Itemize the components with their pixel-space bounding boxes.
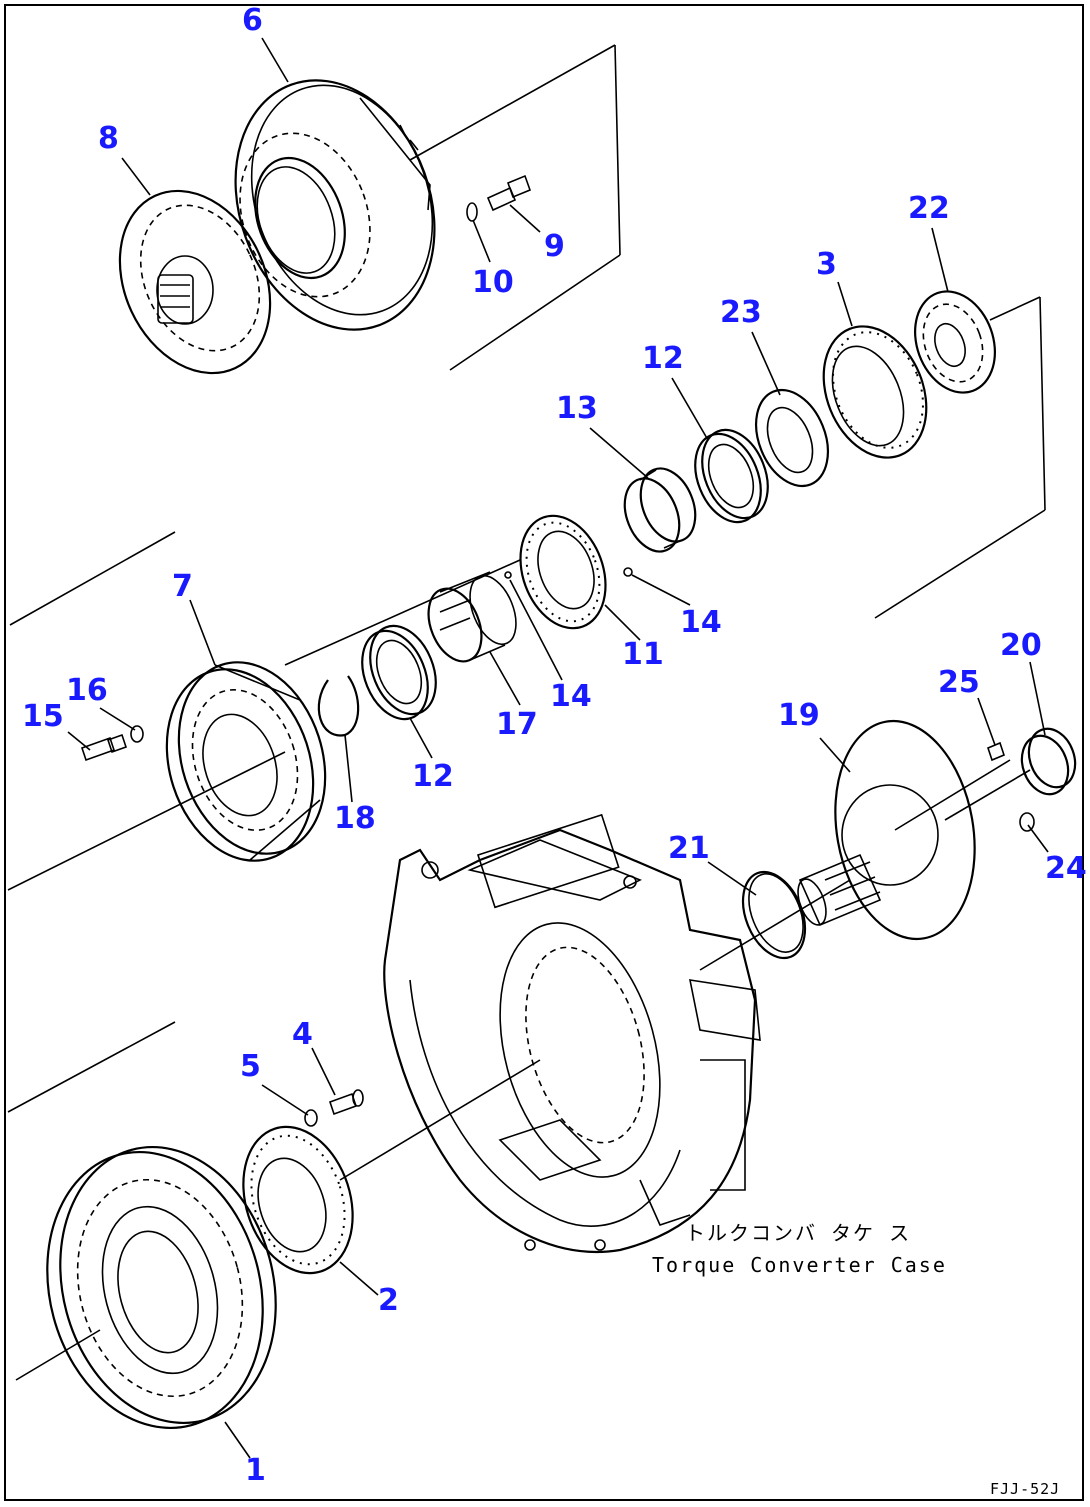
part-16-washer <box>130 725 144 743</box>
part-1-drawing <box>46 1145 277 1430</box>
label-part-22: 22 <box>908 191 950 226</box>
label-part-7: 7 <box>172 569 193 604</box>
part-24-drawing <box>1019 812 1035 832</box>
label-part-5: 5 <box>240 1049 261 1084</box>
case-caption-jp: トルクコンバ タケ ス <box>685 1221 911 1245</box>
label-part-14-left: 14 <box>550 679 592 714</box>
part-23-drawing <box>755 388 829 488</box>
part-labels: 6 8 9 10 22 3 23 12 13 14 11 14 17 12 18… <box>22 3 1087 1488</box>
part-15-bolt <box>80 733 128 762</box>
case-caption-en: Torque Converter Case <box>652 1253 947 1277</box>
label-part-12-upper: 12 <box>642 341 684 376</box>
label-part-17: 17 <box>496 707 538 742</box>
label-part-11: 11 <box>622 637 664 672</box>
label-part-8: 8 <box>98 121 119 156</box>
label-part-6: 6 <box>242 3 263 38</box>
part-12-lower-drawing <box>361 624 437 721</box>
label-part-20: 20 <box>1000 628 1042 663</box>
part-21-drawing <box>741 870 807 960</box>
label-part-2: 2 <box>378 1283 399 1318</box>
part-2-drawing <box>242 1125 354 1275</box>
part-5-washer <box>304 1109 318 1127</box>
part-7-drawing <box>165 661 327 862</box>
label-part-12-lower: 12 <box>412 759 454 794</box>
label-part-1: 1 <box>245 1453 266 1488</box>
part-11-drawing <box>504 514 633 630</box>
drawing-reference-code: FJJ-52J <box>990 1480 1060 1498</box>
part-19-drawing <box>797 719 976 941</box>
axis-lines <box>7 44 1046 1381</box>
label-part-19: 19 <box>778 698 820 733</box>
part-18-drawing <box>317 675 360 737</box>
part-25-drawing <box>987 741 1005 762</box>
label-part-24: 24 <box>1045 851 1087 886</box>
leader-lines <box>67 37 1049 1459</box>
part-13-drawing <box>623 467 697 553</box>
label-part-3: 3 <box>816 247 837 282</box>
label-part-18: 18 <box>334 801 376 836</box>
label-part-14-right: 14 <box>680 605 722 640</box>
label-part-25: 25 <box>938 665 980 700</box>
part-6-drawing <box>234 79 436 331</box>
part-10-washer <box>466 202 478 222</box>
part-9-bolt <box>486 174 532 212</box>
label-part-4: 4 <box>292 1017 313 1052</box>
part-4-bolt <box>328 1089 364 1116</box>
part-12-upper-drawing <box>694 428 769 524</box>
label-part-9: 9 <box>544 229 565 264</box>
label-part-13: 13 <box>556 391 598 426</box>
label-part-21: 21 <box>668 831 710 866</box>
label-part-16: 16 <box>66 673 108 708</box>
label-part-10: 10 <box>472 265 514 300</box>
label-part-15: 15 <box>22 699 64 734</box>
part-22-drawing <box>914 290 996 394</box>
part-8-drawing <box>118 189 272 375</box>
torque-converter-case-drawing <box>383 813 761 1253</box>
part-20-drawing <box>1020 727 1077 796</box>
label-part-23: 23 <box>720 295 762 330</box>
part-17-drawing <box>427 571 517 663</box>
